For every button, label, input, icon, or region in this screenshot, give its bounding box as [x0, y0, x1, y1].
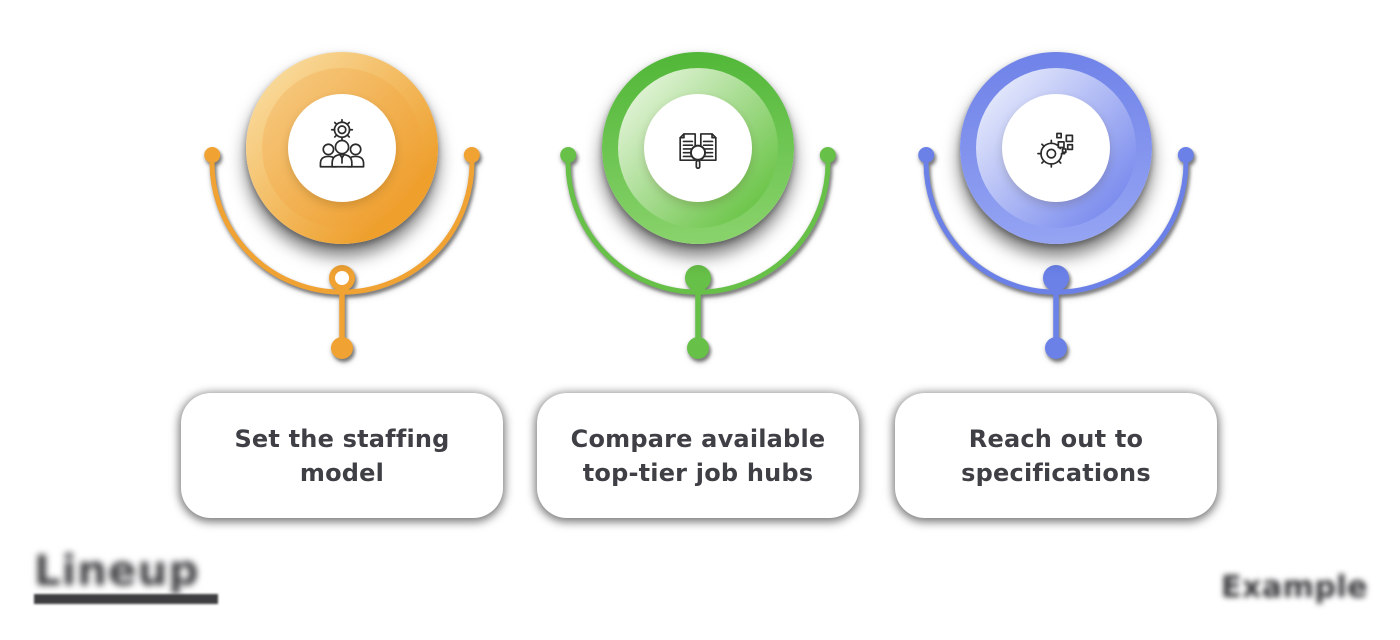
arc-right-endpoint-dot [463, 147, 480, 163]
arc-right-endpoint-dot [819, 147, 836, 163]
step-label-card: Compare available top-tier job hubs [537, 393, 859, 518]
arc-left-endpoint-dot [204, 147, 221, 163]
step-column-reach-specifications: Reach out to specifications [895, 0, 1217, 640]
step-label-card: Set the staffing model [181, 393, 503, 518]
watermark-text: Example [1221, 570, 1368, 605]
icon-badge [288, 94, 396, 202]
connector-arc [918, 147, 1194, 359]
step-label: Compare available top-tier job hubs [570, 424, 826, 487]
arc-bottom-node [329, 265, 355, 291]
step-column-compare-job-hubs: Compare available top-tier job hubs [537, 0, 859, 640]
arc-left-endpoint-dot [560, 147, 577, 163]
arc-left-endpoint-dot [918, 147, 935, 163]
stem-end-dot [1045, 337, 1067, 359]
step-circle-orange [246, 52, 438, 244]
arc-right-endpoint-dot [1177, 147, 1194, 163]
step-label-card: Reach out to specifications [895, 393, 1217, 518]
icon-badge [1002, 94, 1110, 202]
connector-arc [204, 147, 480, 359]
brand-logo: Lineup [34, 546, 254, 616]
icon-badge [644, 94, 752, 202]
step-label: Reach out to specifications [961, 424, 1151, 487]
step-column-staffing-model: Set the staffing model [181, 0, 503, 640]
step-circle-blue [960, 52, 1152, 244]
brand-underline [34, 594, 218, 604]
arc-bottom-node [1043, 265, 1069, 291]
gear-pixels-icon [1026, 118, 1086, 178]
stem-end-dot [687, 337, 709, 359]
documents-magnifier-icon [668, 118, 728, 178]
connector-arc [560, 147, 836, 359]
brand-logo-text: Lineup [34, 546, 200, 595]
team-gear-icon [312, 118, 372, 178]
step-circle-green [602, 52, 794, 244]
stem-end-dot [331, 337, 353, 359]
step-label: Set the staffing model [234, 424, 450, 487]
arc-bottom-node [685, 265, 711, 291]
